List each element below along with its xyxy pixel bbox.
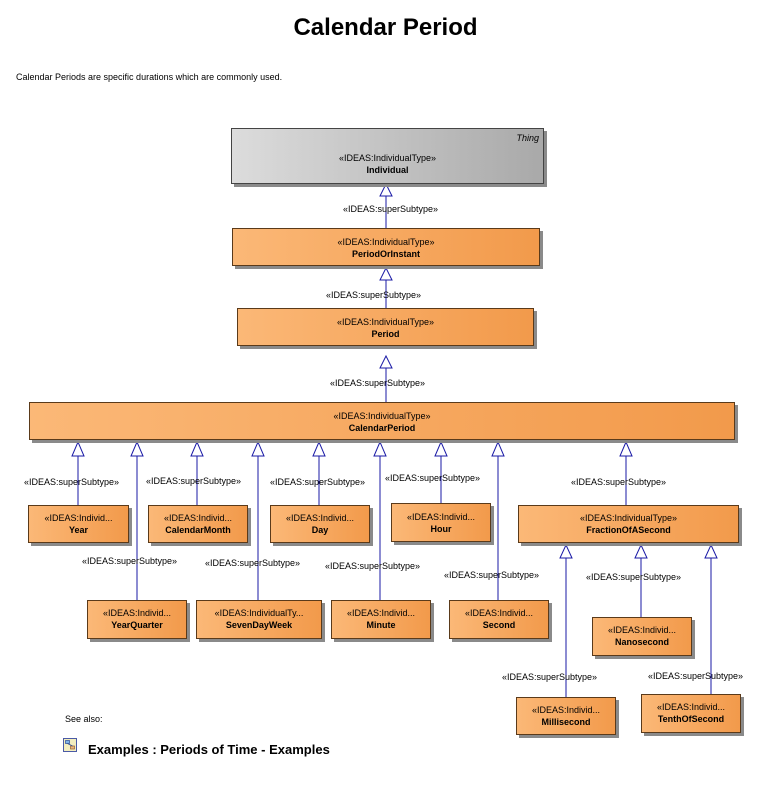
class-name: CalendarMonth [165, 525, 231, 535]
relation-label: «IDEAS:superSubtype» [385, 473, 481, 483]
stereotype-label: «IDEAS:IndividualType» [336, 317, 435, 327]
stereotype-label: «IDEAS:Individ... [464, 608, 534, 618]
relation-label: «IDEAS:superSubtype» [571, 477, 667, 487]
stereotype-label: «IDEAS:Individ... [607, 625, 677, 635]
class-calendarperiod[interactable]: «IDEAS:IndividualType» CalendarPeriod [29, 402, 735, 440]
class-yearquarter[interactable]: «IDEAS:Individ... YearQuarter [87, 600, 187, 639]
arrowhead-cp-sevendayweek [251, 440, 265, 457]
stereotype-label: «IDEAS:IndividualTy... [214, 608, 304, 618]
arrowhead-fraction-tenth [704, 543, 718, 559]
stereotype-label: «IDEAS:IndividualType» [337, 237, 435, 247]
class-name: PeriodOrInstant [351, 249, 420, 259]
relation-label: «IDEAS:superSubtype» [343, 204, 439, 214]
stereotype-label: «IDEAS:Individ... [44, 513, 113, 523]
class-name: YearQuarter [111, 620, 163, 630]
relation-label: «IDEAS:superSubtype» [502, 672, 598, 682]
class-nanosecond[interactable]: «IDEAS:Individ... Nanosecond [592, 617, 692, 656]
relation-label: «IDEAS:superSubtype» [82, 556, 178, 566]
class-name: Minute [366, 620, 396, 630]
class-periodorinstant[interactable]: «IDEAS:IndividualType» PeriodOrInstant [232, 228, 540, 266]
arrowhead-cp-year [71, 440, 85, 457]
stereotype-label: «IDEAS:Individ... [163, 513, 233, 523]
class-minute[interactable]: «IDEAS:Individ... Minute [331, 600, 431, 639]
thing-tag: Thing [516, 133, 539, 143]
relation-label: «IDEAS:superSubtype» [24, 477, 120, 487]
stereotype-label: «IDEAS:Individ... [406, 512, 476, 522]
class-name: Millisecond [541, 717, 591, 727]
stereotype-label: «IDEAS:Individ... [656, 702, 726, 712]
relation-label: «IDEAS:superSubtype» [444, 570, 540, 580]
stereotype-label: «IDEAS:Individ... [531, 705, 601, 715]
stereotype-label: «IDEAS:IndividualType» [338, 153, 437, 163]
page-description: Calendar Periods are specific durations … [16, 72, 283, 82]
relation-label: «IDEAS:superSubtype» [326, 290, 422, 300]
page-title: Calendar Period [293, 14, 478, 41]
arrowhead-cp-second [491, 440, 505, 457]
class-name: Nanosecond [614, 637, 669, 647]
arrowhead-periodorinstant [379, 266, 393, 281]
class-tenthofsecond[interactable]: «IDEAS:Individ... TenthOfSecond [641, 694, 741, 733]
class-name: Hour [430, 524, 452, 534]
class-name: Individual [366, 165, 409, 175]
class-year[interactable]: «IDEAS:Individ... Year [28, 505, 129, 543]
arrowhead-cp-yearquarter [130, 440, 144, 457]
relation-label: «IDEAS:superSubtype» [205, 558, 301, 568]
class-name: SevenDayWeek [225, 620, 293, 630]
stereotype-label: «IDEAS:IndividualType» [579, 513, 678, 523]
class-name: Period [371, 329, 400, 339]
stereotype-label: «IDEAS:Individ... [102, 608, 172, 618]
class-individual[interactable]: Thing «IDEAS:IndividualType» Individual [231, 128, 544, 184]
class-name: Year [68, 525, 89, 535]
relation-label: «IDEAS:superSubtype» [270, 477, 366, 487]
class-calendarmonth[interactable]: «IDEAS:Individ... CalendarMonth [148, 505, 248, 543]
arrowhead-fraction-millisecond [559, 543, 573, 559]
class-fractionofasecond[interactable]: «IDEAS:IndividualType» FractionOfASecond [518, 505, 739, 543]
class-name: FractionOfASecond [586, 525, 671, 535]
diagram-link[interactable]: Examples : Periods of Time - Examples [88, 742, 330, 757]
class-period[interactable]: «IDEAS:IndividualType» Period [237, 308, 534, 346]
arrowhead-cp-hour [434, 440, 448, 457]
stereotype-label: «IDEAS:Individ... [346, 608, 416, 618]
arrowhead-cp-minute [373, 440, 387, 457]
stereotype-label: «IDEAS:IndividualType» [333, 411, 431, 421]
class-name: TenthOfSecond [657, 714, 725, 724]
class-second[interactable]: «IDEAS:Individ... Second [449, 600, 549, 639]
arrowhead-individual [379, 182, 393, 197]
relation-label: «IDEAS:superSubtype» [648, 671, 744, 681]
see-also-label: See also: [65, 714, 103, 724]
class-sevendayweek[interactable]: «IDEAS:IndividualTy... SevenDayWeek [196, 600, 322, 639]
class-day[interactable]: «IDEAS:Individ... Day [270, 505, 370, 543]
relation-label: «IDEAS:superSubtype» [146, 476, 242, 486]
relation-label: «IDEAS:superSubtype» [586, 572, 682, 582]
stereotype-label: «IDEAS:Individ... [285, 513, 355, 523]
class-name: Second [482, 620, 516, 630]
class-name: Day [311, 525, 329, 535]
relation-label: «IDEAS:superSubtype» [330, 378, 426, 388]
arrowhead-cp-fraction [619, 440, 633, 457]
diagram-link-icon[interactable] [63, 738, 77, 752]
arrowhead-cp-calendarmonth [190, 440, 204, 457]
arrowhead-fraction-nanosecond [634, 543, 648, 559]
class-name: CalendarPeriod [348, 423, 416, 433]
class-millisecond[interactable]: «IDEAS:Individ... Millisecond [516, 697, 616, 735]
relation-label: «IDEAS:superSubtype» [325, 561, 421, 571]
arrowhead-cp-day [312, 440, 326, 457]
class-hour[interactable]: «IDEAS:Individ... Hour [391, 503, 491, 542]
arrowhead-period [379, 354, 393, 369]
